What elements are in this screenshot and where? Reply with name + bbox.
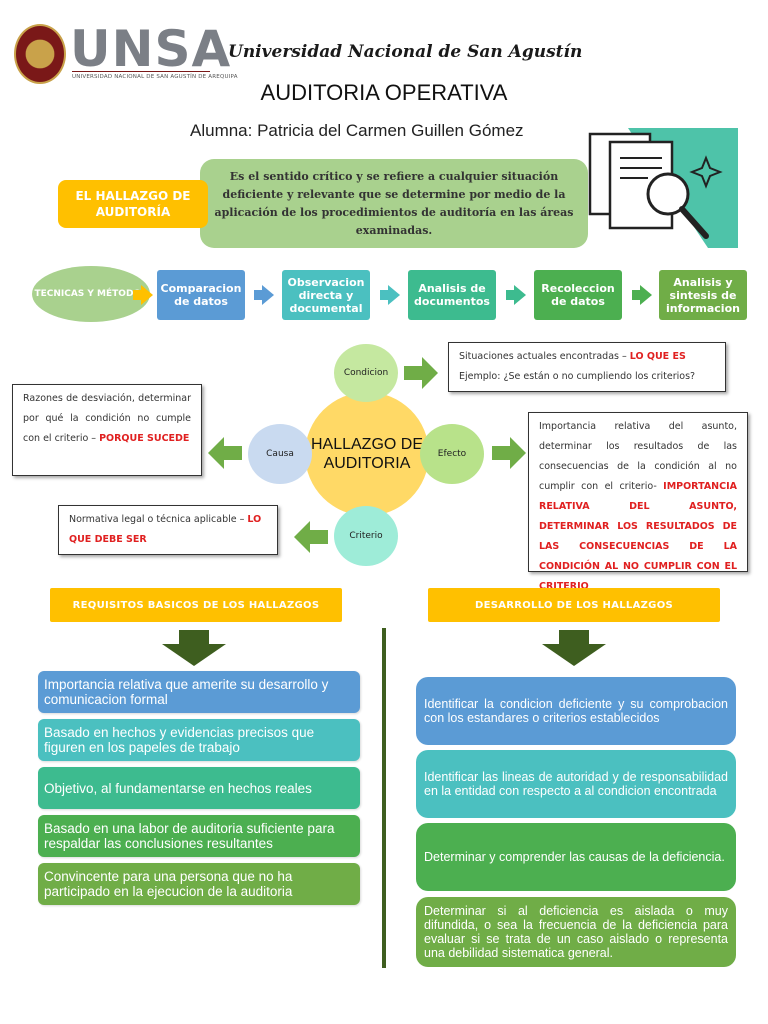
university-name: Universidad Nacional de San Agustín (228, 42, 583, 62)
documents-magnifier-icon (588, 128, 738, 248)
condicion-box: Situaciones actuales encontradas – LO QU… (448, 342, 726, 392)
criterio-circle: Criterio (334, 506, 398, 566)
requisito-item: Importancia relativa que amerite su desa… (38, 671, 360, 713)
step-comparacion: Comparacion de datos (157, 270, 245, 320)
arrow-right-icon (404, 357, 438, 389)
criterio-text: Normativa legal o técnica aplicable – (69, 514, 245, 525)
arrow-right-icon (133, 285, 153, 305)
desarrollo-heading: DESARROLLO DE LOS HALLAZGOS (428, 588, 720, 622)
definition-label: EL HALLAZGO DE AUDITORÍA (58, 180, 208, 228)
definition-text: Es el sentido crítico y se refiere a cua… (200, 159, 588, 248)
causa-text: Razones de desviación, determinar por qu… (23, 393, 191, 444)
step-observacion: Observacion directa y documental (282, 270, 370, 320)
requisito-item: Basado en una labor de auditoria suficie… (38, 815, 360, 857)
efecto-box: Importancia relativa del asunto, determi… (528, 412, 748, 592)
arrow-left-icon (294, 521, 328, 553)
efecto-circle: Efecto (420, 424, 484, 484)
step-analisis-sintesis: Analisis y sintesis de informacion (659, 270, 747, 320)
step-analisis-documentos: Analisis de documentos (408, 270, 496, 320)
condicion-text: Situaciones actuales encontradas – (459, 351, 627, 362)
column-divider (382, 628, 386, 968)
arrow-down-icon (162, 630, 226, 666)
arrow-right-icon (506, 285, 526, 305)
arrow-right-icon (254, 285, 274, 305)
causa-circle: Causa (248, 424, 312, 484)
efecto-text: Importancia relativa del asunto, determi… (539, 421, 737, 492)
logo-word: UNSA (70, 20, 232, 78)
logo-rule (72, 71, 210, 72)
desarrollo-item: Identificar las lineas de autoridad y de… (416, 750, 736, 818)
requisito-item: Objetivo, al fundamentarse en hechos rea… (38, 767, 360, 809)
arrow-right-icon (380, 285, 400, 305)
requisito-item: Convincente para una persona que no ha p… (38, 863, 360, 905)
requisito-item: Basado en hechos y evidencias precisos q… (38, 719, 360, 761)
causa-highlight: PORQUE SUCEDE (99, 433, 190, 444)
condicion-highlight: LO QUE ES (629, 351, 686, 362)
requisitos-heading: REQUISITOS BASICOS DE LOS HALLAZGOS (50, 588, 342, 622)
criterio-highlight: LO QUE DEBE SER (69, 514, 262, 545)
desarrollo-item: Determinar y comprender las causas de la… (416, 823, 736, 891)
arrow-down-icon (542, 630, 606, 666)
desarrollo-item: Identificar la condicion deficiente y su… (416, 677, 736, 745)
techniques-label: TECNICAS Y MÉTODOS (32, 266, 150, 322)
hallazgo-center: HALLAZGO DE AUDITORIA (305, 392, 429, 516)
desarrollo-item: Determinar si al deficiencia es aislada … (416, 897, 736, 967)
student-name: Alumna: Patricia del Carmen Guillen Góme… (190, 121, 524, 140)
arrow-right-icon (632, 285, 652, 305)
university-seal-icon (14, 24, 66, 84)
efecto-highlight: IMPORTANCIA RELATIVA DEL ASUNTO, DETERMI… (539, 481, 737, 592)
criterio-box: Normativa legal o técnica aplicable – LO… (58, 505, 278, 555)
condicion-example: Ejemplo: ¿Se están o no cumpliendo los c… (459, 371, 696, 382)
logo-subtitle: UNIVERSIDAD NACIONAL DE SAN AGUSTÍN DE A… (72, 74, 238, 80)
condicion-circle: Condicion (334, 344, 398, 402)
page-title: AUDITORIA OPERATIVA (260, 80, 508, 105)
arrow-right-icon (492, 437, 526, 469)
step-recoleccion: Recoleccion de datos (534, 270, 622, 320)
arrow-left-icon (208, 437, 242, 469)
causa-box: Razones de desviación, determinar por qu… (12, 384, 202, 476)
